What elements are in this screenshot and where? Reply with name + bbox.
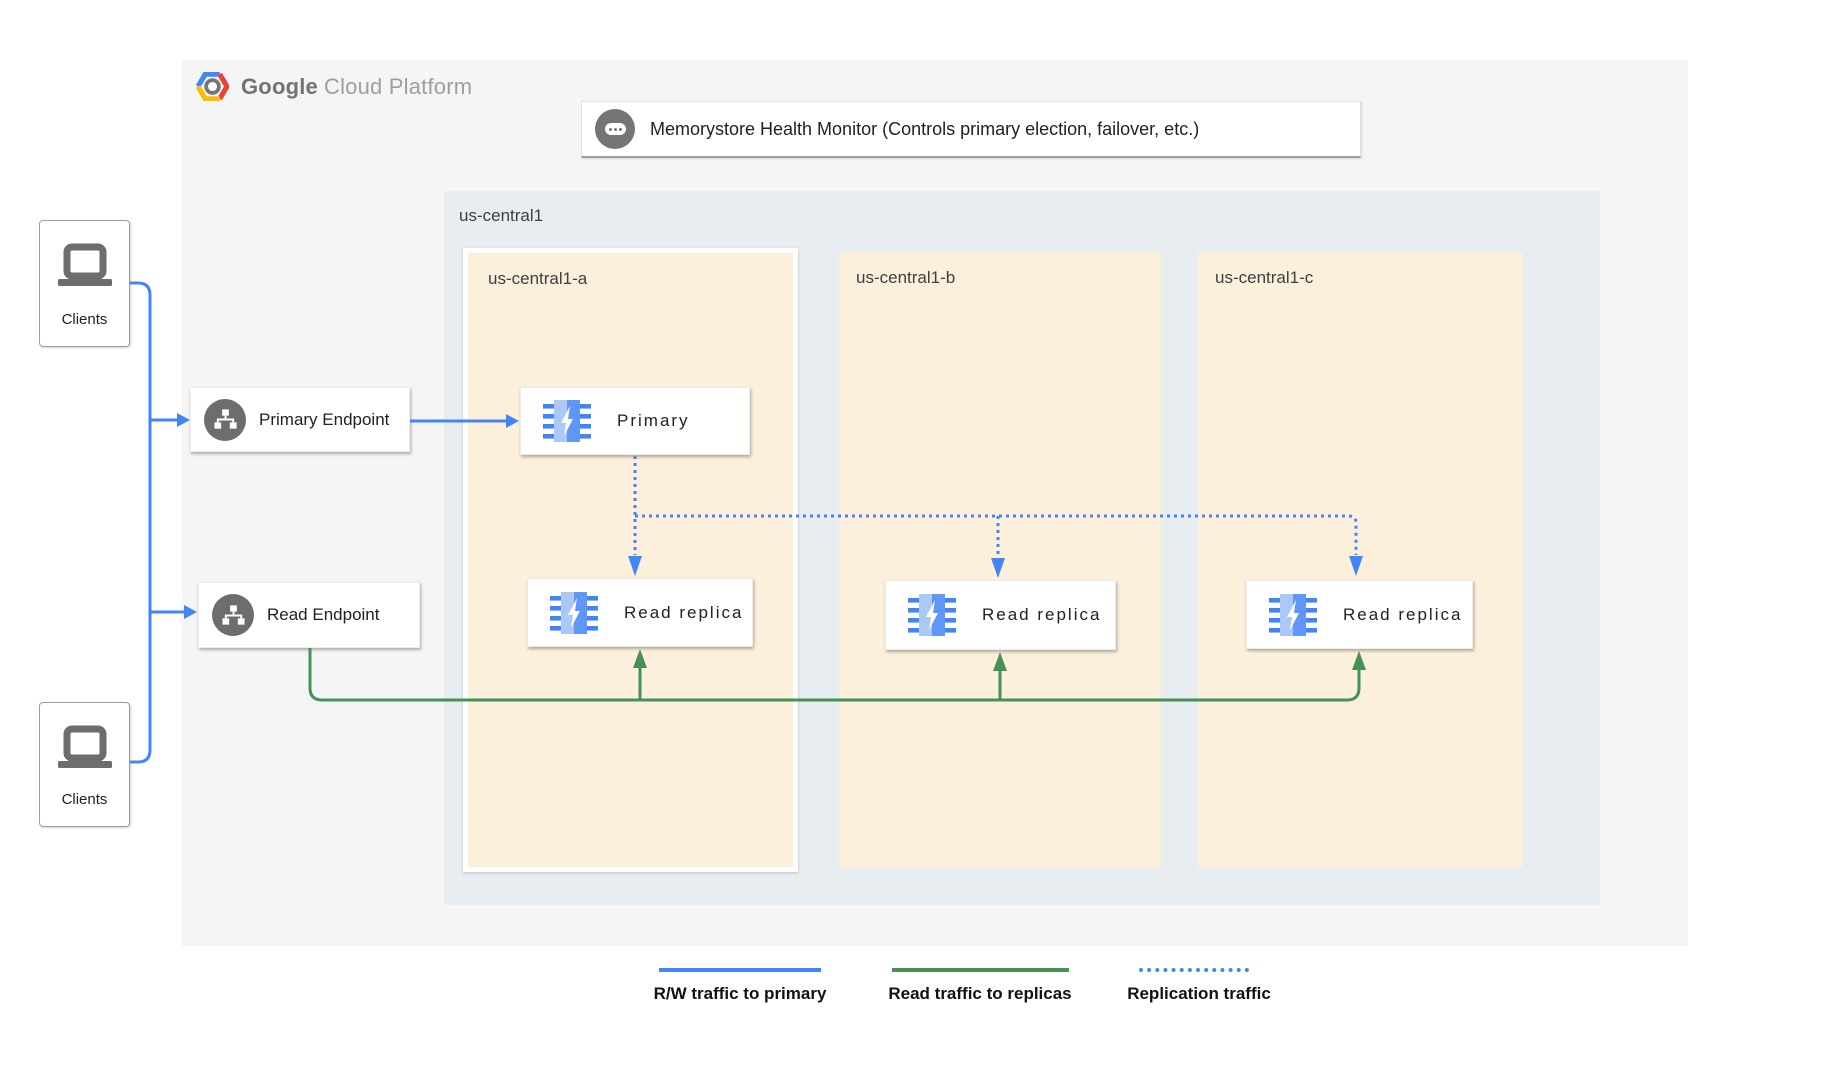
- laptop-icon: [57, 725, 112, 768]
- network-sitemap-icon: [204, 398, 246, 441]
- health-monitor-box: Memorystore Health Monitor (Controls pri…: [581, 101, 1361, 158]
- memorystore-icon: [1269, 593, 1317, 637]
- gcp-hexagon-logo-icon: [196, 72, 229, 101]
- brand-google: Google: [241, 73, 318, 99]
- legend-label-rw-traffic: R/W traffic to primary: [653, 984, 827, 1003]
- legend-line-replication-traffic: [1139, 968, 1249, 972]
- zone-a-label: us-central1-a: [488, 269, 588, 288]
- legend-line-read-traffic: [892, 968, 1069, 972]
- region-us-central1: us-central1 us-central1-a us-central1-b …: [444, 191, 1600, 905]
- health-monitor-label: Memorystore Health Monitor (Controls pri…: [650, 118, 1200, 139]
- legend-label-replication-traffic: Replication traffic: [1127, 984, 1271, 1003]
- read-replica-b-label: Read replica: [982, 605, 1102, 624]
- zone-b-label: us-central1-b: [856, 268, 956, 287]
- zone-c-label: us-central1-c: [1215, 268, 1314, 287]
- read-replica-node-a: Read replica: [527, 578, 753, 647]
- read-replica-c-label: Read replica: [1343, 604, 1463, 624]
- read-endpoint-label: Read Endpoint: [267, 605, 380, 624]
- zone-us-central1-a: us-central1-a: [463, 248, 798, 872]
- read-replica-a-label: Read replica: [624, 602, 744, 622]
- clients-label: Clients: [61, 791, 108, 808]
- read-endpoint-box: Read Endpoint: [198, 582, 420, 648]
- primary-node-label: Primary: [617, 411, 690, 430]
- primary-endpoint-box: Primary Endpoint: [190, 387, 410, 452]
- clients-label: Clients: [61, 311, 108, 328]
- primary-node: Primary: [520, 387, 750, 455]
- read-replica-node-c: Read replica: [1246, 580, 1473, 649]
- laptop-icon: [57, 243, 112, 286]
- region-label: us-central1: [459, 206, 544, 225]
- memorystore-icon: [550, 591, 598, 635]
- read-replica-node-b: Read replica: [885, 580, 1116, 650]
- network-sitemap-icon: [212, 594, 254, 636]
- memorystore-icon: [908, 593, 956, 637]
- connector-clients-spine: [130, 281, 152, 764]
- clients-box-bottom: Clients: [39, 702, 130, 827]
- ellipsis-badge-icon: [595, 109, 635, 149]
- primary-endpoint-label: Primary Endpoint: [259, 409, 390, 429]
- legend-label-read-traffic: Read traffic to replicas: [888, 984, 1072, 1003]
- clients-box-top: Clients: [39, 220, 130, 347]
- zone-us-central1-c: us-central1-c: [1198, 252, 1523, 868]
- brand-suffix: Cloud Platform: [323, 73, 473, 99]
- memorystore-icon: [543, 399, 591, 443]
- legend-line-rw-traffic: [659, 968, 821, 972]
- zone-us-central1-b: us-central1-b: [839, 252, 1161, 868]
